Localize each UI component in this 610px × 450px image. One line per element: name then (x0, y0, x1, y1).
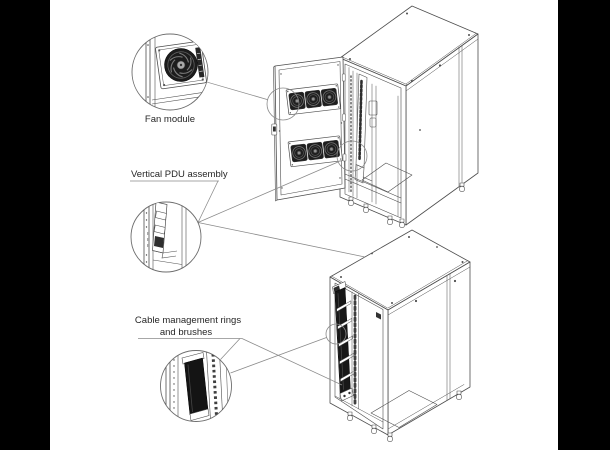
vertical-pdu-callout: Vertical PDU assembly (130, 169, 228, 273)
leader-lines (197, 81, 366, 386)
vertical-pdu-label: Vertical PDU assembly (131, 169, 228, 180)
cable-management-callout: Cable management rings and brushes (135, 315, 242, 422)
bottom-cabinet-drawing (329, 229, 471, 443)
cable-leader-line-1 (241, 338, 343, 386)
cable-management-label-line2: and brushes (160, 327, 213, 338)
pdu-leader-line-1 (197, 161, 339, 223)
fan-module-callout: Fan module (131, 33, 209, 125)
fan-leader-line (207, 81, 268, 100)
letterbox-left (0, 0, 50, 450)
detail-location-markers (266, 87, 368, 345)
fan-module-label: Fan module (145, 114, 195, 125)
cable-leader-line-2 (230, 337, 327, 374)
top-cabinet-drawing (339, 5, 479, 229)
fan-door-drawing (271, 56, 347, 202)
fan-location-marker (266, 87, 300, 121)
pdu-leader-line-2 (197, 222, 366, 258)
pdu-callout-circle (130, 201, 202, 273)
cable-label-leader-line (220, 338, 241, 360)
cable-location-marker (325, 323, 347, 345)
letterbox-right (558, 0, 610, 450)
pdu-location-marker (336, 140, 368, 172)
pdu-label-leader-line (197, 180, 219, 223)
cable-management-label-line1: Cable management rings (135, 315, 241, 326)
